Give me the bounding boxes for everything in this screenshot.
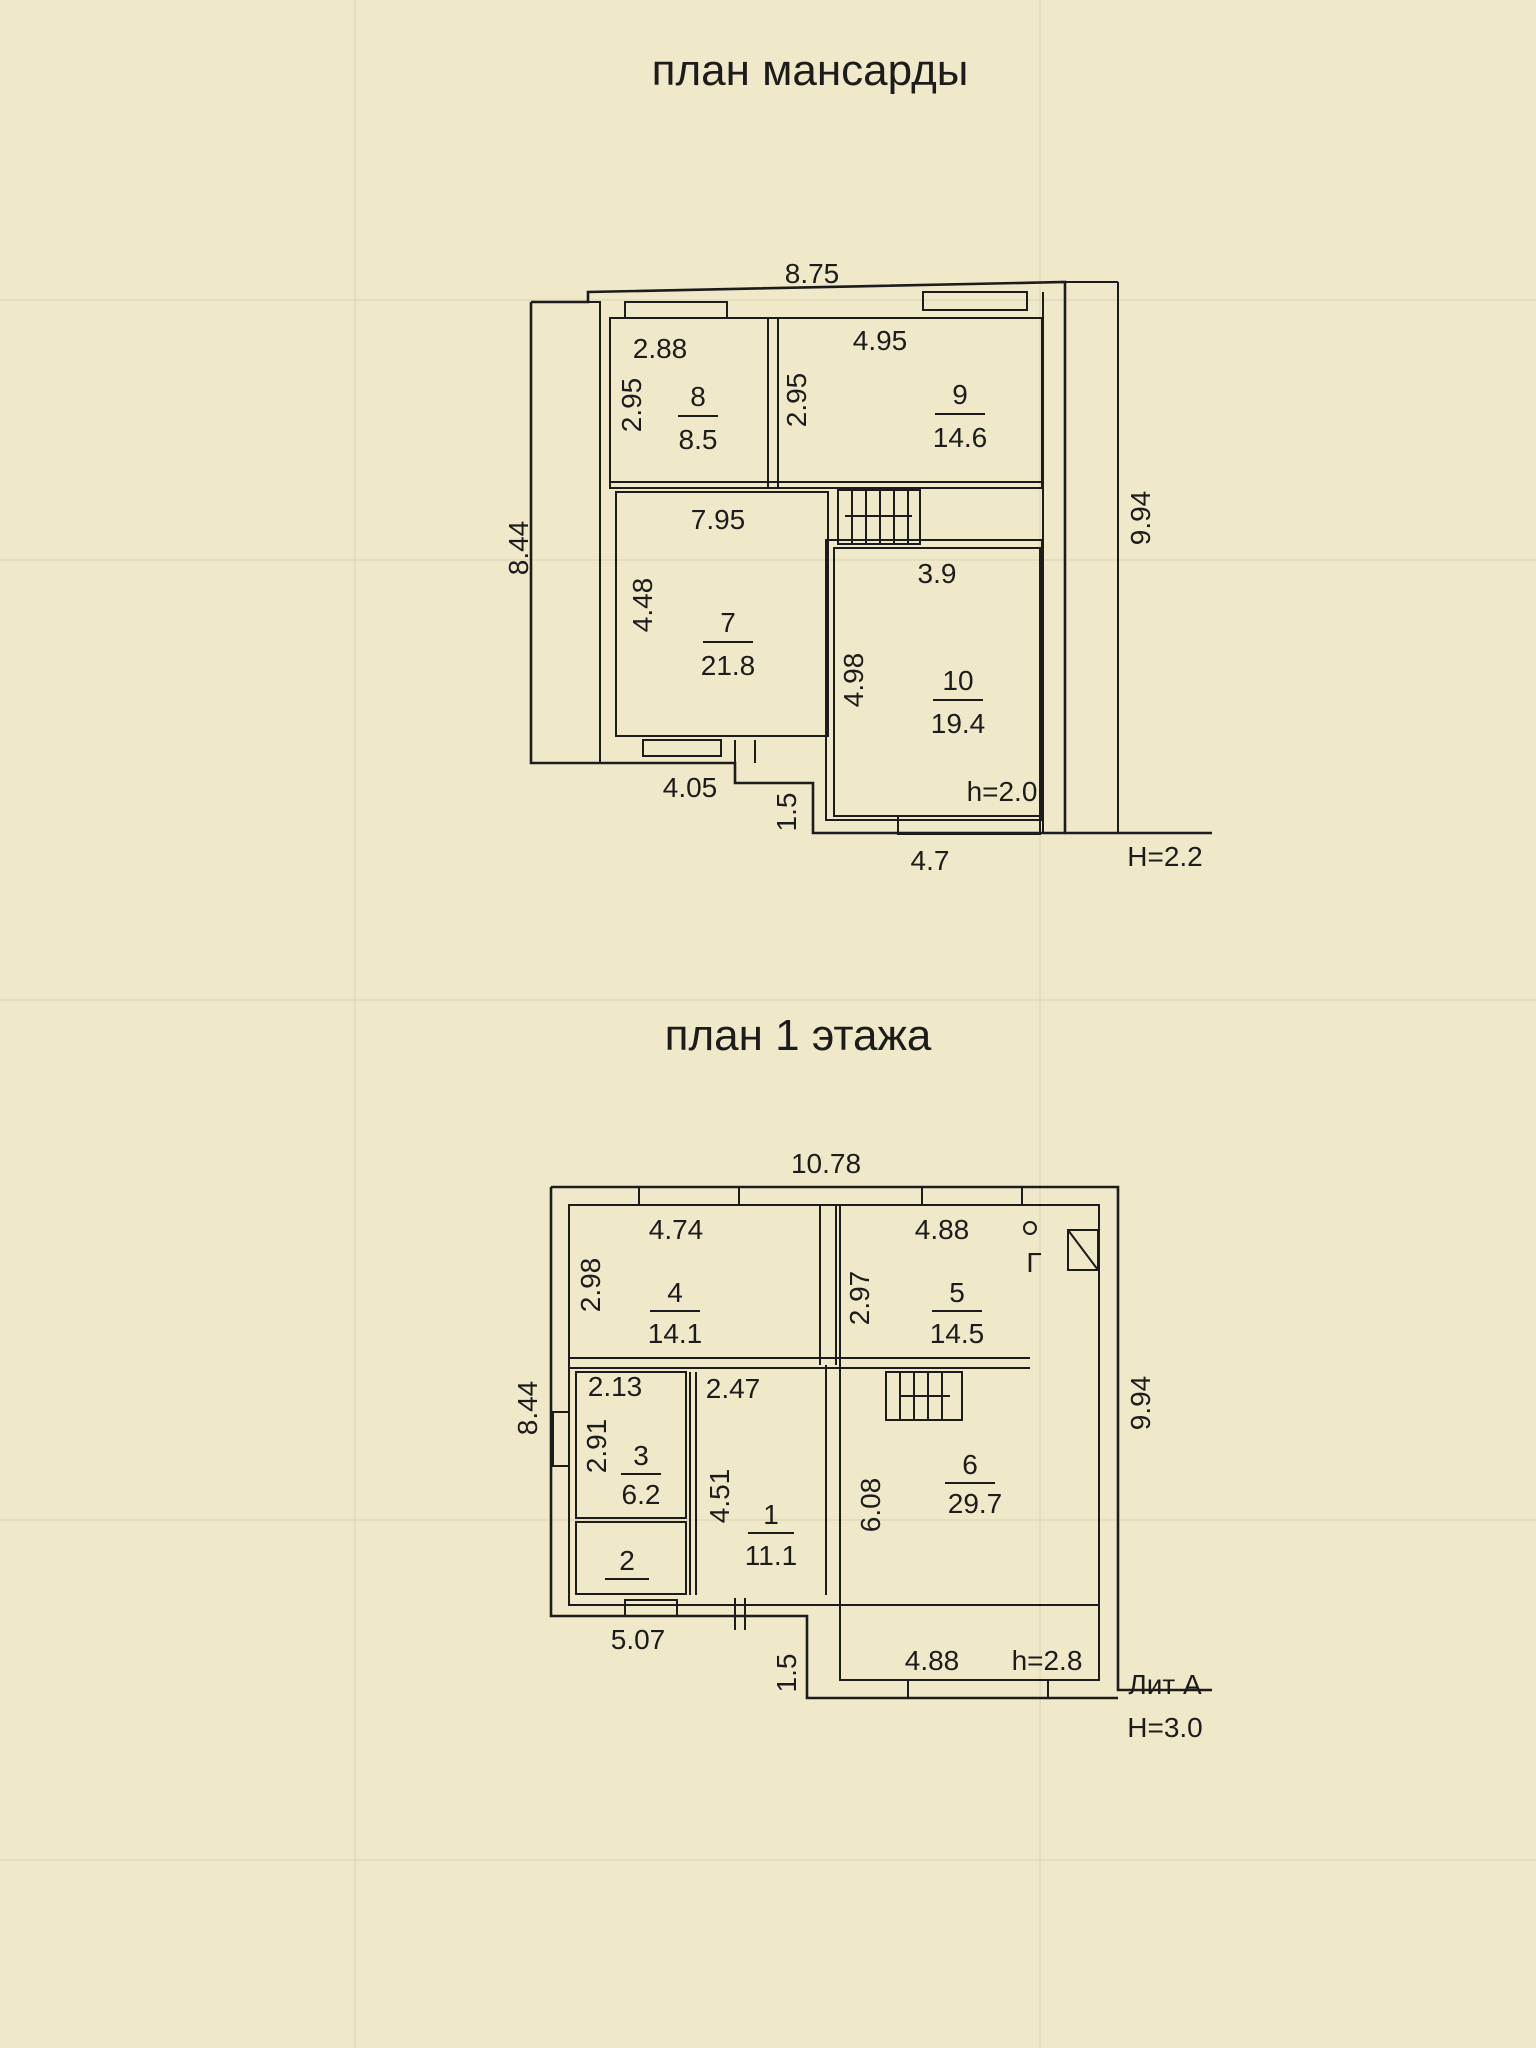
building-letter: Лит А bbox=[1128, 1669, 1202, 1700]
attic-dim-right: 9.94 bbox=[1125, 491, 1156, 546]
room-8-width: 2.88 bbox=[633, 333, 688, 364]
room-number: 3 bbox=[633, 1440, 649, 1471]
room-area: 29.7 bbox=[948, 1488, 1003, 1519]
attic-room-9: 9 14.6 bbox=[933, 379, 988, 453]
attic-room-height: h=2.0 bbox=[967, 776, 1038, 807]
ground-room-height: h=2.8 bbox=[1012, 1645, 1083, 1676]
ground-room-5: 5 14.5 bbox=[930, 1277, 985, 1349]
attic-room-8: 8 8.5 bbox=[678, 381, 718, 455]
attic-walls bbox=[529, 280, 1212, 835]
room-5-height: 2.97 bbox=[844, 1271, 875, 1326]
ground-dim-bottom-left: 5.07 bbox=[611, 1624, 666, 1655]
room-number: 9 bbox=[952, 379, 968, 410]
attic-dim-top: 8.75 bbox=[785, 258, 840, 289]
room-9-width: 4.95 bbox=[853, 325, 908, 356]
room-3-height: 2.91 bbox=[581, 1419, 612, 1474]
room-7-width: 7.95 bbox=[691, 504, 746, 535]
room-number: 8 bbox=[690, 381, 706, 412]
ground-plan-title: план 1 этажа bbox=[665, 1011, 932, 1060]
attic-dim-bottom-right: 4.7 bbox=[911, 845, 950, 876]
ground-dim-top: 10.78 bbox=[791, 1148, 861, 1179]
room-5-width: 4.88 bbox=[915, 1214, 970, 1245]
attic-room-7: 7 21.8 bbox=[701, 607, 756, 681]
ground-room-4: 4 14.1 bbox=[648, 1277, 703, 1349]
ground-dimensions: 10.78 8.44 9.94 5.07 1.5 4.88 4.74 2.98 … bbox=[512, 1148, 1156, 1692]
room-7-height: 4.48 bbox=[627, 578, 658, 633]
ground-floor-height: H=3.0 bbox=[1127, 1712, 1203, 1743]
attic-dim-step: 1.5 bbox=[771, 793, 802, 832]
room-10-height: 4.98 bbox=[838, 653, 869, 708]
room-10-width: 3.9 bbox=[918, 558, 957, 589]
room-area: 14.1 bbox=[648, 1318, 703, 1349]
room-area: 14.6 bbox=[933, 422, 988, 453]
room-area: 21.8 bbox=[701, 650, 756, 681]
room-number: 5 bbox=[949, 1277, 965, 1308]
room-number: 10 bbox=[942, 665, 973, 696]
room-number: 4 bbox=[667, 1277, 683, 1308]
room-area: 19.4 bbox=[931, 708, 986, 739]
ground-dim-bottom-right: 4.88 bbox=[905, 1645, 960, 1676]
room-area: 6.2 bbox=[622, 1479, 661, 1510]
room-1-width: 2.47 bbox=[706, 1373, 761, 1404]
room-area: 14.5 bbox=[930, 1318, 985, 1349]
ground-room-6: 6 29.7 bbox=[945, 1449, 1002, 1519]
room-number: 7 bbox=[720, 607, 736, 638]
room-4-height: 2.98 bbox=[575, 1258, 606, 1313]
attic-dimensions: 8.75 8.44 9.94 4.05 1.5 4.7 2.88 2.95 4.… bbox=[503, 258, 1156, 876]
room-9-height: 2.95 bbox=[781, 373, 812, 428]
ground-room-1: 1 11.1 bbox=[745, 1499, 797, 1571]
ground-dim-step: 1.5 bbox=[771, 1654, 802, 1693]
attic-room-10: 10 19.4 bbox=[931, 665, 986, 739]
attic-floor-height: H=2.2 bbox=[1127, 841, 1203, 872]
ground-room-2: 2 bbox=[605, 1545, 649, 1580]
ground-room-3: 3 6.2 bbox=[621, 1440, 661, 1510]
ground-walls bbox=[549, 1185, 1212, 1700]
room-area: 8.5 bbox=[679, 424, 718, 455]
room-6-height: 6.08 bbox=[855, 1478, 886, 1533]
room-area: 11.1 bbox=[745, 1540, 797, 1571]
room-8-height: 2.95 bbox=[616, 378, 647, 433]
attic-dim-left: 8.44 bbox=[503, 521, 534, 576]
room-4-width: 4.74 bbox=[649, 1214, 704, 1245]
room-number: 6 bbox=[962, 1449, 978, 1480]
room-number: 2 bbox=[619, 1545, 635, 1576]
attic-dim-bottom-left: 4.05 bbox=[663, 772, 718, 803]
room-number: 1 bbox=[763, 1499, 779, 1530]
ground-dim-right: 9.94 bbox=[1125, 1376, 1156, 1431]
ground-dim-left: 8.44 bbox=[512, 1381, 543, 1436]
room-1-height: 4.51 bbox=[704, 1469, 735, 1524]
gas-mark: Г bbox=[1026, 1247, 1041, 1278]
attic-plan-title: план мансарды bbox=[652, 46, 969, 95]
room-3-width: 2.13 bbox=[588, 1371, 643, 1402]
